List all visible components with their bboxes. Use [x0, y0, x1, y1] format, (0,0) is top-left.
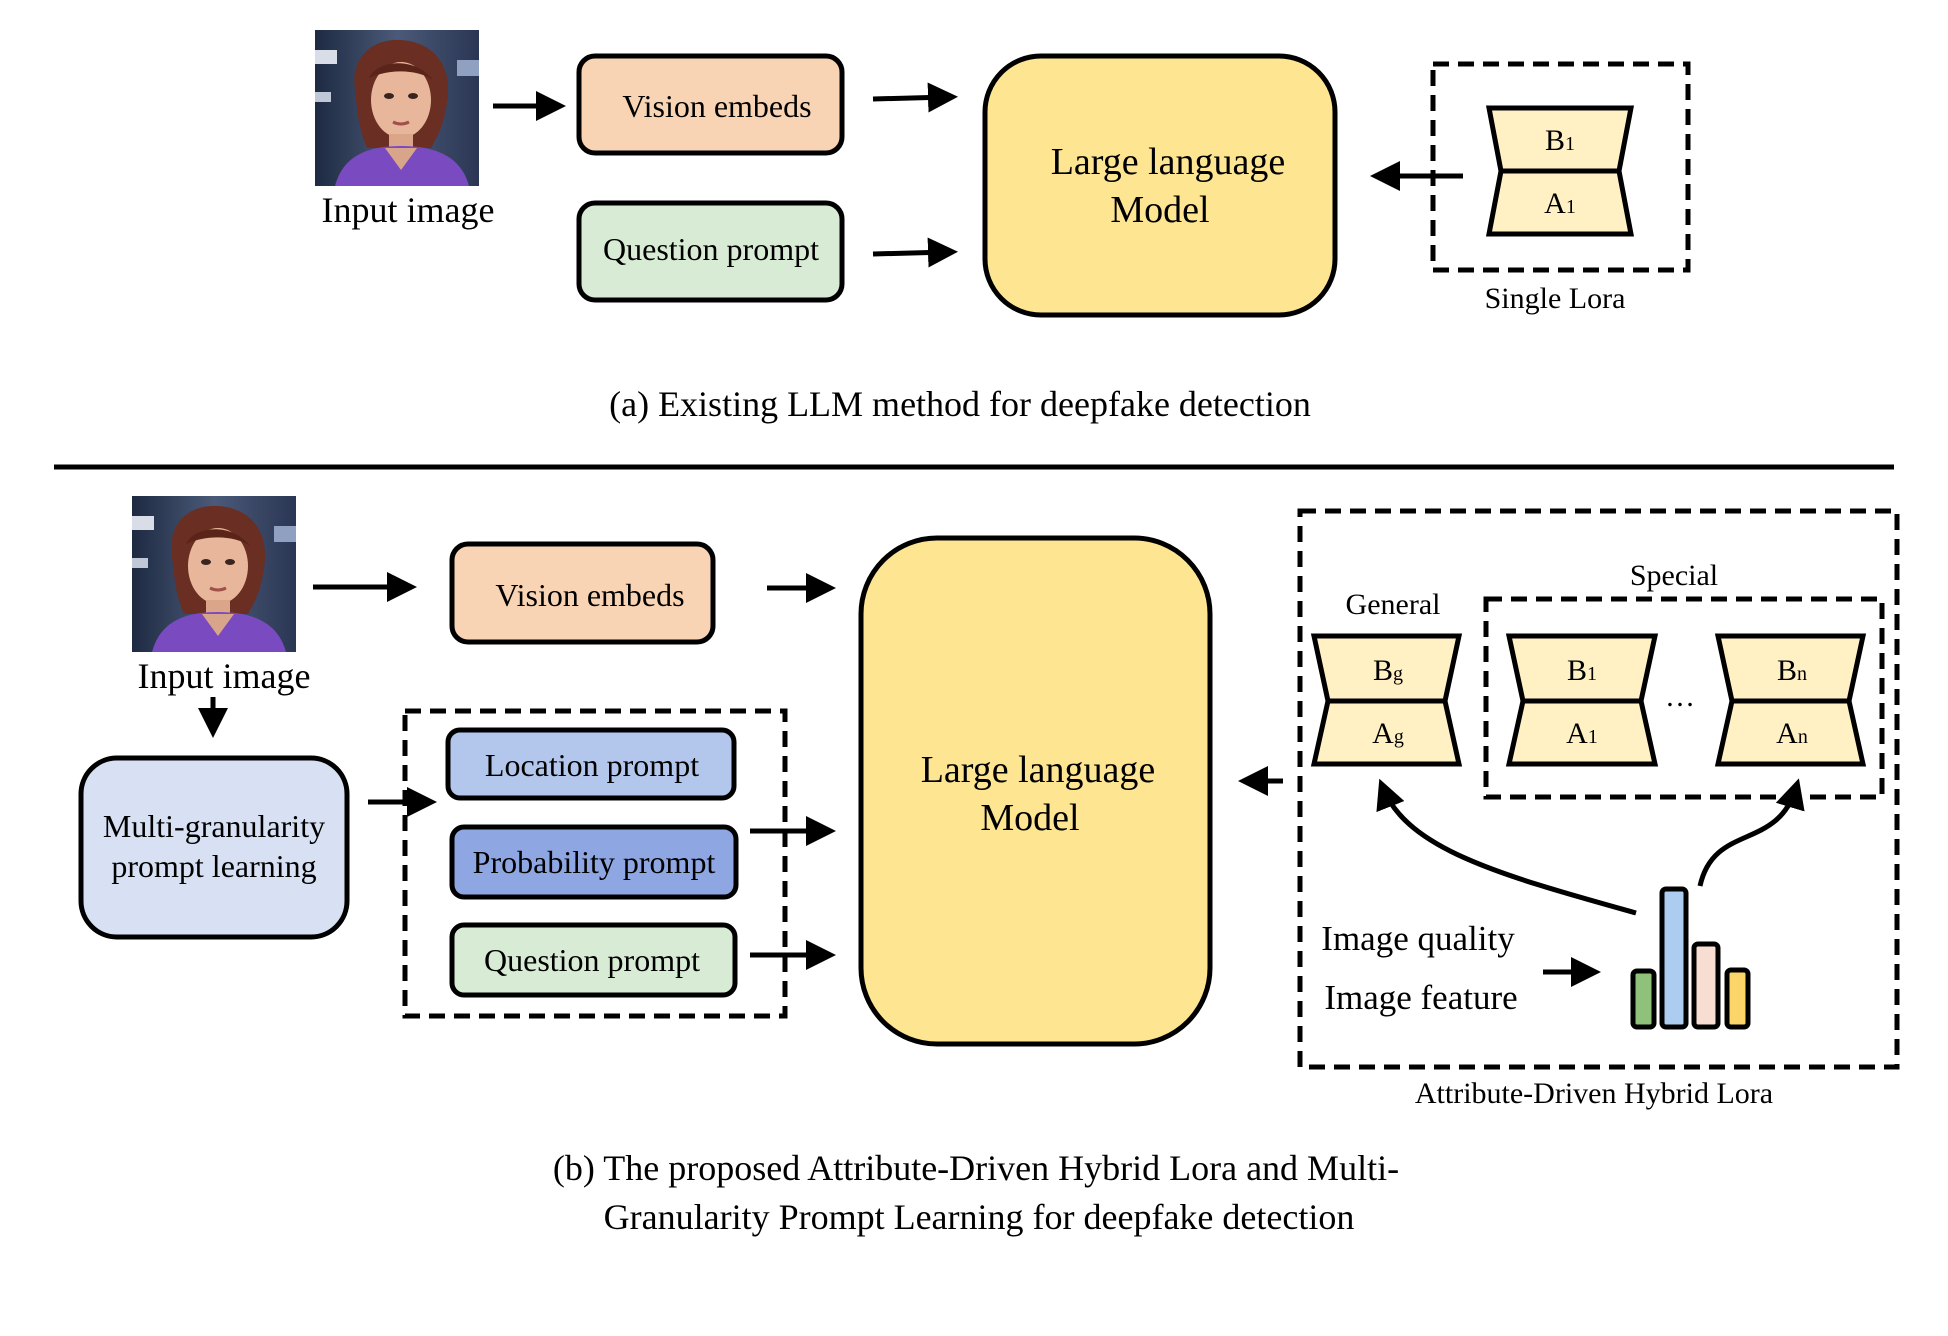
ellipsis: … [1665, 680, 1695, 713]
input-image-a [313, 28, 481, 188]
histogram-bar-blue [1659, 886, 1689, 1030]
lora-a1-label: A1 [1566, 717, 1598, 750]
single-lora-module: B1 A1 [1485, 105, 1635, 237]
probability-prompt-label: Probability prompt [473, 844, 716, 880]
input-image-label-b: Input image [138, 656, 311, 696]
special-dashed-box [1483, 596, 1885, 800]
input-image-b [130, 494, 298, 654]
attribute-histogram-icon [1630, 886, 1751, 1030]
single-lora-caption: Single Lora [1485, 282, 1626, 315]
lora-bg-label: Bg [1373, 654, 1403, 687]
caption-b-line2: Granularity Prompt Learning for deepfake… [604, 1197, 1355, 1237]
lora-ag-label: Ag [1372, 717, 1404, 750]
llm-label-line1-b: Large language [921, 749, 1156, 791]
curved-arrow-to-special-n [1697, 778, 1805, 887]
portrait-photo-icon [313, 28, 481, 188]
histogram-bar-yellow [1724, 967, 1751, 1030]
location-prompt-label: Location prompt [485, 747, 699, 783]
curved-arrow-to-general [1376, 778, 1637, 916]
histogram-bar-green [1630, 968, 1657, 1030]
multigranularity-box [78, 755, 350, 940]
special-lora-module-1: B1 A1 [1505, 633, 1659, 767]
question-prompt-label-a: Question prompt [603, 231, 819, 267]
general-lora-module: Bg Ag [1310, 633, 1463, 767]
prompts-dashed-box [402, 708, 788, 1019]
vision-embeds-label-a: Vision embeds [622, 88, 811, 124]
llm-label-line2-b: Model [980, 797, 1079, 839]
special-label: Special [1630, 559, 1718, 592]
input-image-label-a: Input image [322, 190, 495, 230]
lora-a1-block [1485, 168, 1635, 237]
lora-an-block [1714, 698, 1867, 767]
question-prompt-label-b: Question prompt [484, 942, 700, 978]
hybrid-lora-dashed-box [1297, 508, 1900, 1070]
lora-b1-label: B1 [1545, 124, 1575, 157]
general-label: General [1346, 588, 1441, 621]
vision-embeds-box-a [576, 53, 845, 156]
llm-box-b [858, 535, 1213, 1047]
special-lora-module-n: Bn An [1714, 633, 1867, 767]
vision-embeds-label-b: Vision embeds [495, 577, 684, 613]
llm-label-line2-a: Model [1110, 189, 1209, 231]
portrait-photo-icon [130, 494, 298, 654]
single-lora-dashed-box [1430, 61, 1691, 273]
lora-an-label: An [1776, 717, 1808, 750]
arrow-vision-to-llm-a [872, 82, 958, 113]
lora-a1-block [1505, 698, 1659, 767]
caption-b-line1: (b) The proposed Attribute-Driven Hybrid… [553, 1148, 1399, 1188]
image-quality-label: Image quality [1321, 919, 1515, 958]
arrow-question-to-llm-a [872, 237, 958, 268]
lora-a1-label: A1 [1544, 187, 1576, 220]
histogram-bar-pink [1691, 941, 1721, 1030]
multigranularity-label-line2: prompt learning [111, 848, 316, 884]
image-feature-label: Image feature [1324, 978, 1517, 1017]
caption-a: (a) Existing LLM method for deepfake det… [609, 384, 1311, 424]
lora-b1-label: B1 [1567, 654, 1597, 687]
multigranularity-label-line1: Multi-granularity [103, 808, 325, 844]
llm-box-a [982, 53, 1338, 318]
vision-embeds-box-b [449, 541, 716, 645]
llm-label-line1-a: Large language [1051, 141, 1286, 183]
lora-bn-label: Bn [1777, 654, 1807, 687]
question-prompt-box-a [576, 200, 845, 303]
hybrid-lora-caption: Attribute-Driven Hybrid Lora [1415, 1077, 1773, 1110]
probability-prompt-box [449, 824, 739, 900]
location-prompt-box [445, 727, 737, 801]
question-prompt-box-b [449, 922, 738, 998]
lora-ag-block [1310, 698, 1463, 767]
